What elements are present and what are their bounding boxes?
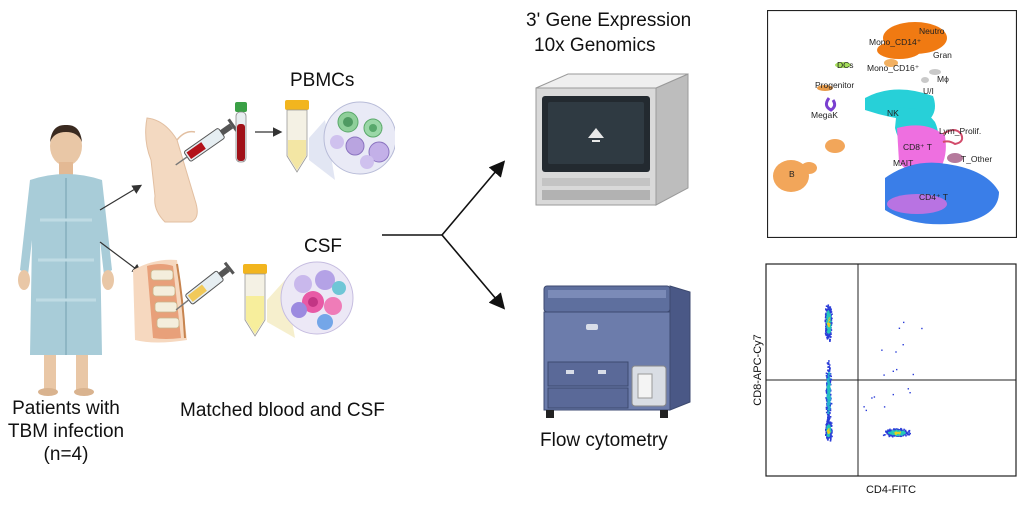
umap-label-dcs: DCs <box>837 60 854 70</box>
umap-label-cd8t: CD8⁺ T <box>903 142 932 152</box>
flow-cytometer-instrument <box>543 285 691 418</box>
umap-label-t-other: T_Other <box>961 154 992 164</box>
umap-label-mono-cd14: Mono_CD14⁺ <box>869 37 922 47</box>
csf-draw-illustration <box>133 259 354 343</box>
scrnaseq-title-line2: 10x Genomics <box>534 35 656 56</box>
umap-label-lym-prolif: Lym_Prolif. <box>939 126 981 136</box>
flow-scatter-dots <box>824 304 923 442</box>
umap-label-ui: U/I <box>923 86 934 96</box>
patient-arrows <box>99 184 143 274</box>
umap-label-cd4t: CD4⁺ T <box>919 192 948 202</box>
patients-label-line2: TBM infection <box>7 421 125 442</box>
umap-label-mono-cd16: Mono_CD16⁺ <box>867 63 920 73</box>
umap-label-gran: Gran <box>933 50 952 60</box>
flow-xlabel: CD4-FITC <box>866 484 916 496</box>
umap-label-neutro: Neutro <box>919 26 945 36</box>
umap-label-b: B <box>789 169 795 179</box>
umap-label-mphi: Mϕ <box>937 74 949 84</box>
pbmc-label: PBMCs <box>290 70 355 91</box>
umap-label-progenitor: Progenitor <box>815 80 854 90</box>
umap-label-megak: MegaK <box>811 110 838 120</box>
chromium-instrument <box>535 73 689 206</box>
flow-label: Flow cytometry <box>540 430 668 451</box>
umap-label-mait: MAIT <box>893 158 913 168</box>
patient-figure <box>18 124 114 396</box>
umap-label-nk: NK <box>887 108 899 118</box>
patients-label-line3: (n=4) <box>43 444 89 465</box>
blood-draw-illustration <box>145 100 395 223</box>
csf-label: CSF <box>304 236 342 257</box>
umap-panel: Neutro Mono_CD14⁺ Gran DCs Mono_CD16⁺ Mϕ… <box>767 10 1017 238</box>
scrnaseq-title-line1: 3' Gene Expression <box>526 10 692 31</box>
flow-scatter-plot: CD8-APC-Cy7 CD4-FITC <box>752 263 1017 496</box>
matched-label: Matched blood and CSF <box>180 400 385 421</box>
patients-label-line1: Patients with <box>12 398 120 419</box>
split-arrows <box>382 160 506 310</box>
flow-ylabel: CD8-APC-Cy7 <box>752 334 764 406</box>
